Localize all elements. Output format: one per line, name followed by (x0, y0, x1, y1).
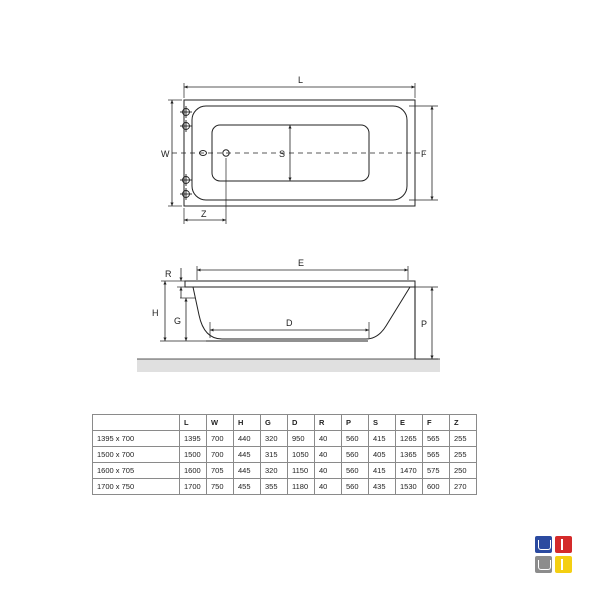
table-cell: 40 (314, 462, 342, 479)
table-cell: 705 (206, 462, 234, 479)
table-header-cell: H (233, 414, 261, 431)
table-cell: 700 (206, 430, 234, 447)
overflow-icon (199, 150, 207, 156)
table-cell: 435 (368, 478, 396, 495)
shower-icon (555, 556, 572, 573)
table-cell: 1470 (395, 462, 423, 479)
table-header-row: L W H G D R P S E F Z (92, 414, 477, 431)
label-D: D (286, 318, 293, 328)
table-header-cell: F (422, 414, 450, 431)
table-header-cell: L (179, 414, 207, 431)
table-cell: 1180 (287, 478, 315, 495)
table-cell: 320 (260, 462, 288, 479)
table-cell: 600 (422, 478, 450, 495)
label-H: H (152, 308, 159, 318)
table-cell: 40 (314, 430, 342, 447)
sink-icon (535, 536, 552, 553)
label-W: W (161, 149, 170, 159)
table-cell: 1530 (395, 478, 423, 495)
table-cell: 560 (341, 478, 369, 495)
table-row: 1500 x 700 1500 700 445 315 1050 40 560 … (92, 446, 477, 463)
heater-icon (555, 536, 572, 553)
faucet-icon (535, 556, 552, 573)
table-cell: 700 (206, 446, 234, 463)
table-cell: 1365 (395, 446, 423, 463)
table-cell: 575 (422, 462, 450, 479)
floor-surface (137, 359, 440, 372)
table-cell: 1050 (287, 446, 315, 463)
table-header-cell (92, 414, 180, 431)
label-E: E (298, 258, 304, 268)
table-header-cell: Z (449, 414, 477, 431)
table-header-cell: W (206, 414, 234, 431)
table-cell: 455 (233, 478, 261, 495)
table-cell: 560 (341, 446, 369, 463)
table-cell: 320 (260, 430, 288, 447)
table-cell: 40 (314, 446, 342, 463)
label-R: R (165, 269, 172, 279)
table-cell: 445 (233, 446, 261, 463)
table-row: 1395 x 700 1395 700 440 320 950 40 560 4… (92, 430, 477, 447)
tub-body-profile (192, 286, 411, 340)
table-header-cell: D (287, 414, 315, 431)
label-F: F (421, 149, 427, 159)
tub-rim (184, 280, 416, 288)
installation-badges (535, 536, 573, 574)
table-cell: 1600 (179, 462, 207, 479)
table-cell: 40 (314, 478, 342, 495)
table-cell: 355 (260, 478, 288, 495)
table-cell: 950 (287, 430, 315, 447)
table-cell: 750 (206, 478, 234, 495)
side-view (137, 266, 440, 372)
top-view (168, 83, 438, 224)
table-cell: 560 (341, 430, 369, 447)
table-header-cell: S (368, 414, 396, 431)
table-header-cell: R (314, 414, 342, 431)
table-cell: 565 (422, 430, 450, 447)
table-cell: 270 (449, 478, 477, 495)
table-header-cell: E (395, 414, 423, 431)
table-header-cell: P (341, 414, 369, 431)
table-cell: 1700 x 750 (92, 478, 180, 495)
dimensions-table: L W H G D R P S E F Z 1395 x 700 1395 70… (92, 414, 477, 495)
table-cell: 445 (233, 462, 261, 479)
table-cell: 255 (449, 446, 477, 463)
table-cell: 440 (233, 430, 261, 447)
label-G: G (174, 316, 181, 326)
table-cell: 1395 (179, 430, 207, 447)
table-cell: 315 (260, 446, 288, 463)
label-Z: Z (201, 209, 207, 219)
table-cell: 1500 (179, 446, 207, 463)
table-cell: 1600 x 705 (92, 462, 180, 479)
table-cell: 415 (368, 462, 396, 479)
label-S: S (279, 149, 285, 159)
table-row: 1600 x 705 1600 705 445 320 1150 40 560 … (92, 462, 477, 479)
table-cell: 415 (368, 430, 396, 447)
table-cell: 1395 x 700 (92, 430, 180, 447)
table-cell: 1700 (179, 478, 207, 495)
table-cell: 250 (449, 462, 477, 479)
drain-icon (222, 149, 230, 157)
table-header-cell: G (260, 414, 288, 431)
table-cell: 1150 (287, 462, 315, 479)
table-cell: 560 (341, 462, 369, 479)
label-P: P (421, 319, 427, 329)
table-cell: 255 (449, 430, 477, 447)
table-cell: 405 (368, 446, 396, 463)
table-row: 1700 x 750 1700 750 455 355 1180 40 560 … (92, 478, 477, 495)
table-cell: 565 (422, 446, 450, 463)
table-cell: 1265 (395, 430, 423, 447)
label-L: L (298, 75, 303, 85)
table-cell: 1500 x 700 (92, 446, 180, 463)
fitting-icons (180, 106, 192, 200)
